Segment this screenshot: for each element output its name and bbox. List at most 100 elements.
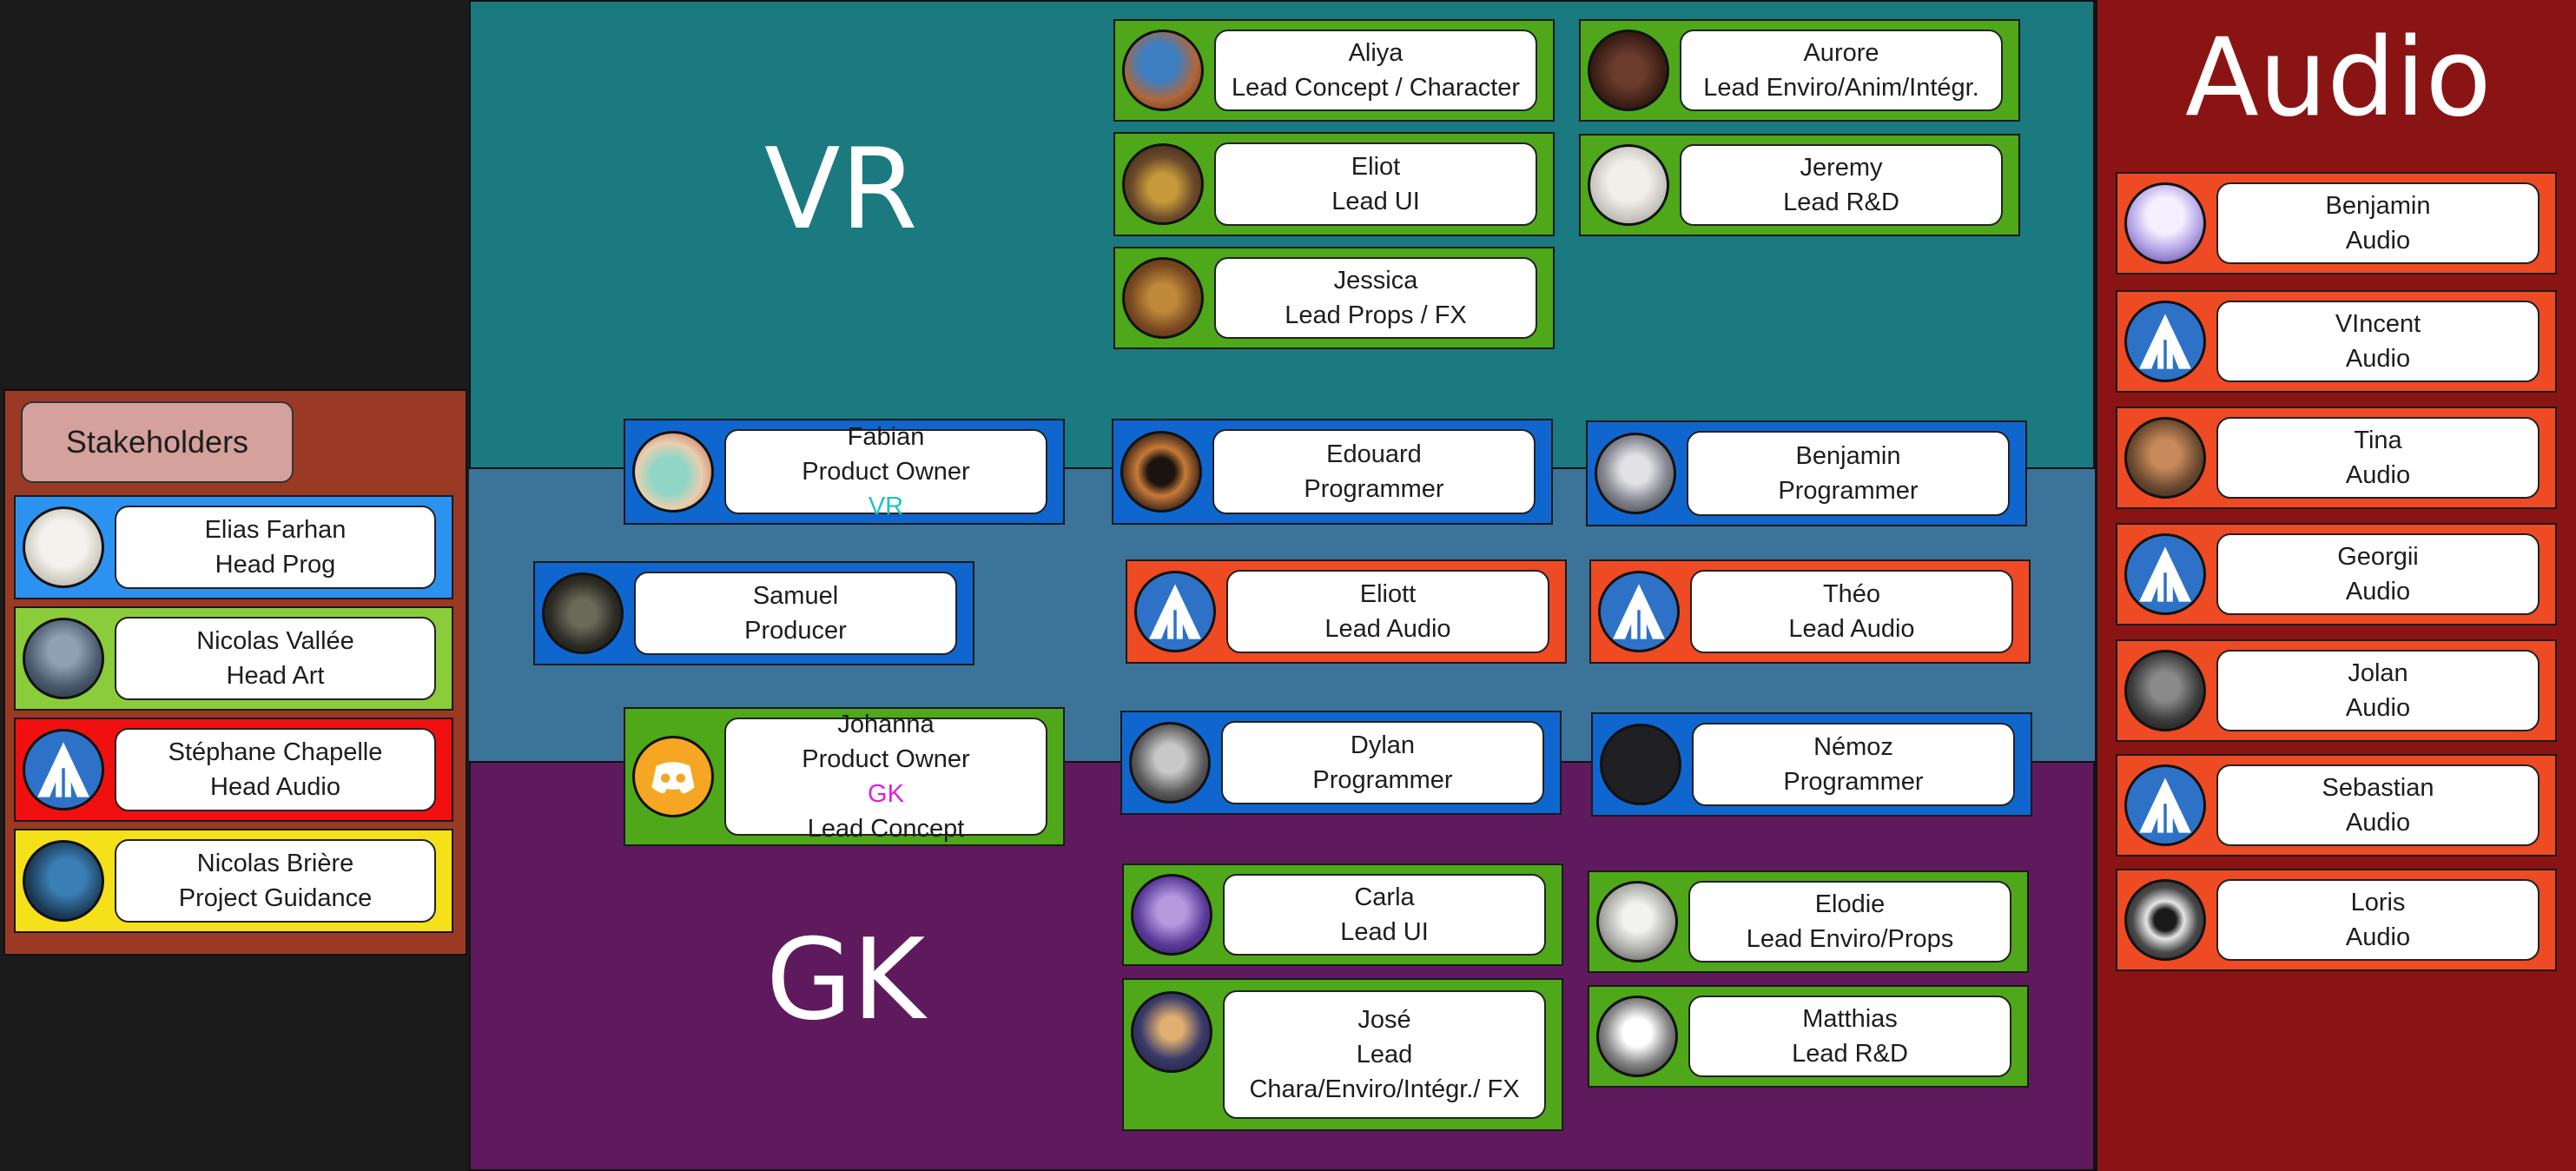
member-name: Aliya	[1348, 39, 1404, 67]
member-name: Elias Farhan	[204, 516, 347, 544]
member-role: Programmer	[1778, 477, 1919, 505]
audio-logo-icon	[2124, 533, 2206, 615]
avatar	[542, 572, 624, 654]
member-role: Product Owner GK	[802, 742, 969, 811]
member-name: Samuel	[752, 582, 839, 610]
member-name: Nicolas Vallée	[196, 627, 354, 655]
avatar	[2124, 182, 2206, 264]
avatar	[1129, 722, 1211, 804]
member-name: Matthias	[1802, 1005, 1898, 1033]
member-role: Audio	[2345, 694, 2411, 722]
member-role: Lead UI	[1331, 188, 1420, 215]
avatar	[1600, 724, 1681, 805]
avatar	[1120, 431, 1202, 513]
member-role: Lead Props / FX	[1285, 301, 1467, 329]
avatar	[1596, 996, 1678, 1077]
avatar	[1588, 30, 1669, 111]
member-name: Aurore	[1803, 39, 1879, 67]
member-name: Jolan	[2348, 659, 2408, 687]
member-role: Lead Enviro/Anim/Intégr.	[1703, 74, 1979, 102]
avatar	[2124, 417, 2206, 499]
avatar	[1122, 257, 1204, 339]
member-role: Audio	[2345, 345, 2411, 373]
member-role: Lead Audio	[1788, 615, 1915, 643]
avatar	[1596, 881, 1678, 963]
member-role: Head Prog	[215, 551, 336, 579]
audio-logo-icon	[2124, 301, 2206, 382]
member-role: Product Owner VR	[802, 454, 969, 524]
audio-logo-icon	[1134, 571, 1216, 652]
avatar	[1122, 30, 1204, 111]
member-role: Programmer	[1312, 766, 1453, 794]
avatar	[1595, 433, 1676, 514]
member-name: Benjamin	[2325, 192, 2431, 220]
member-role: Audio	[2345, 578, 2411, 605]
member-role: Producer	[744, 617, 847, 645]
avatar	[2124, 879, 2206, 961]
member-name: Elodie	[1814, 890, 1886, 918]
member-name: Fabian	[847, 423, 925, 451]
member-role: Lead R&D	[1792, 1040, 1908, 1068]
audio-logo-icon	[1598, 571, 1680, 652]
member-role: Audio	[2345, 809, 2411, 837]
member-name: Eliot	[1351, 153, 1401, 181]
member-role: Head Audio	[210, 773, 340, 801]
role-prefix: Product Owner	[802, 745, 970, 773]
member-name: Sebastian	[2322, 774, 2434, 802]
discord-icon	[632, 736, 714, 817]
gk-title: GK	[766, 916, 926, 1045]
team-tag-vr: VR	[868, 493, 904, 520]
vr-title: VR	[764, 125, 918, 255]
member-name: Johanna	[837, 711, 935, 738]
member-name: Théo	[1822, 580, 1881, 608]
member-role: Lead	[1356, 1041, 1413, 1068]
avatar	[1131, 991, 1212, 1073]
